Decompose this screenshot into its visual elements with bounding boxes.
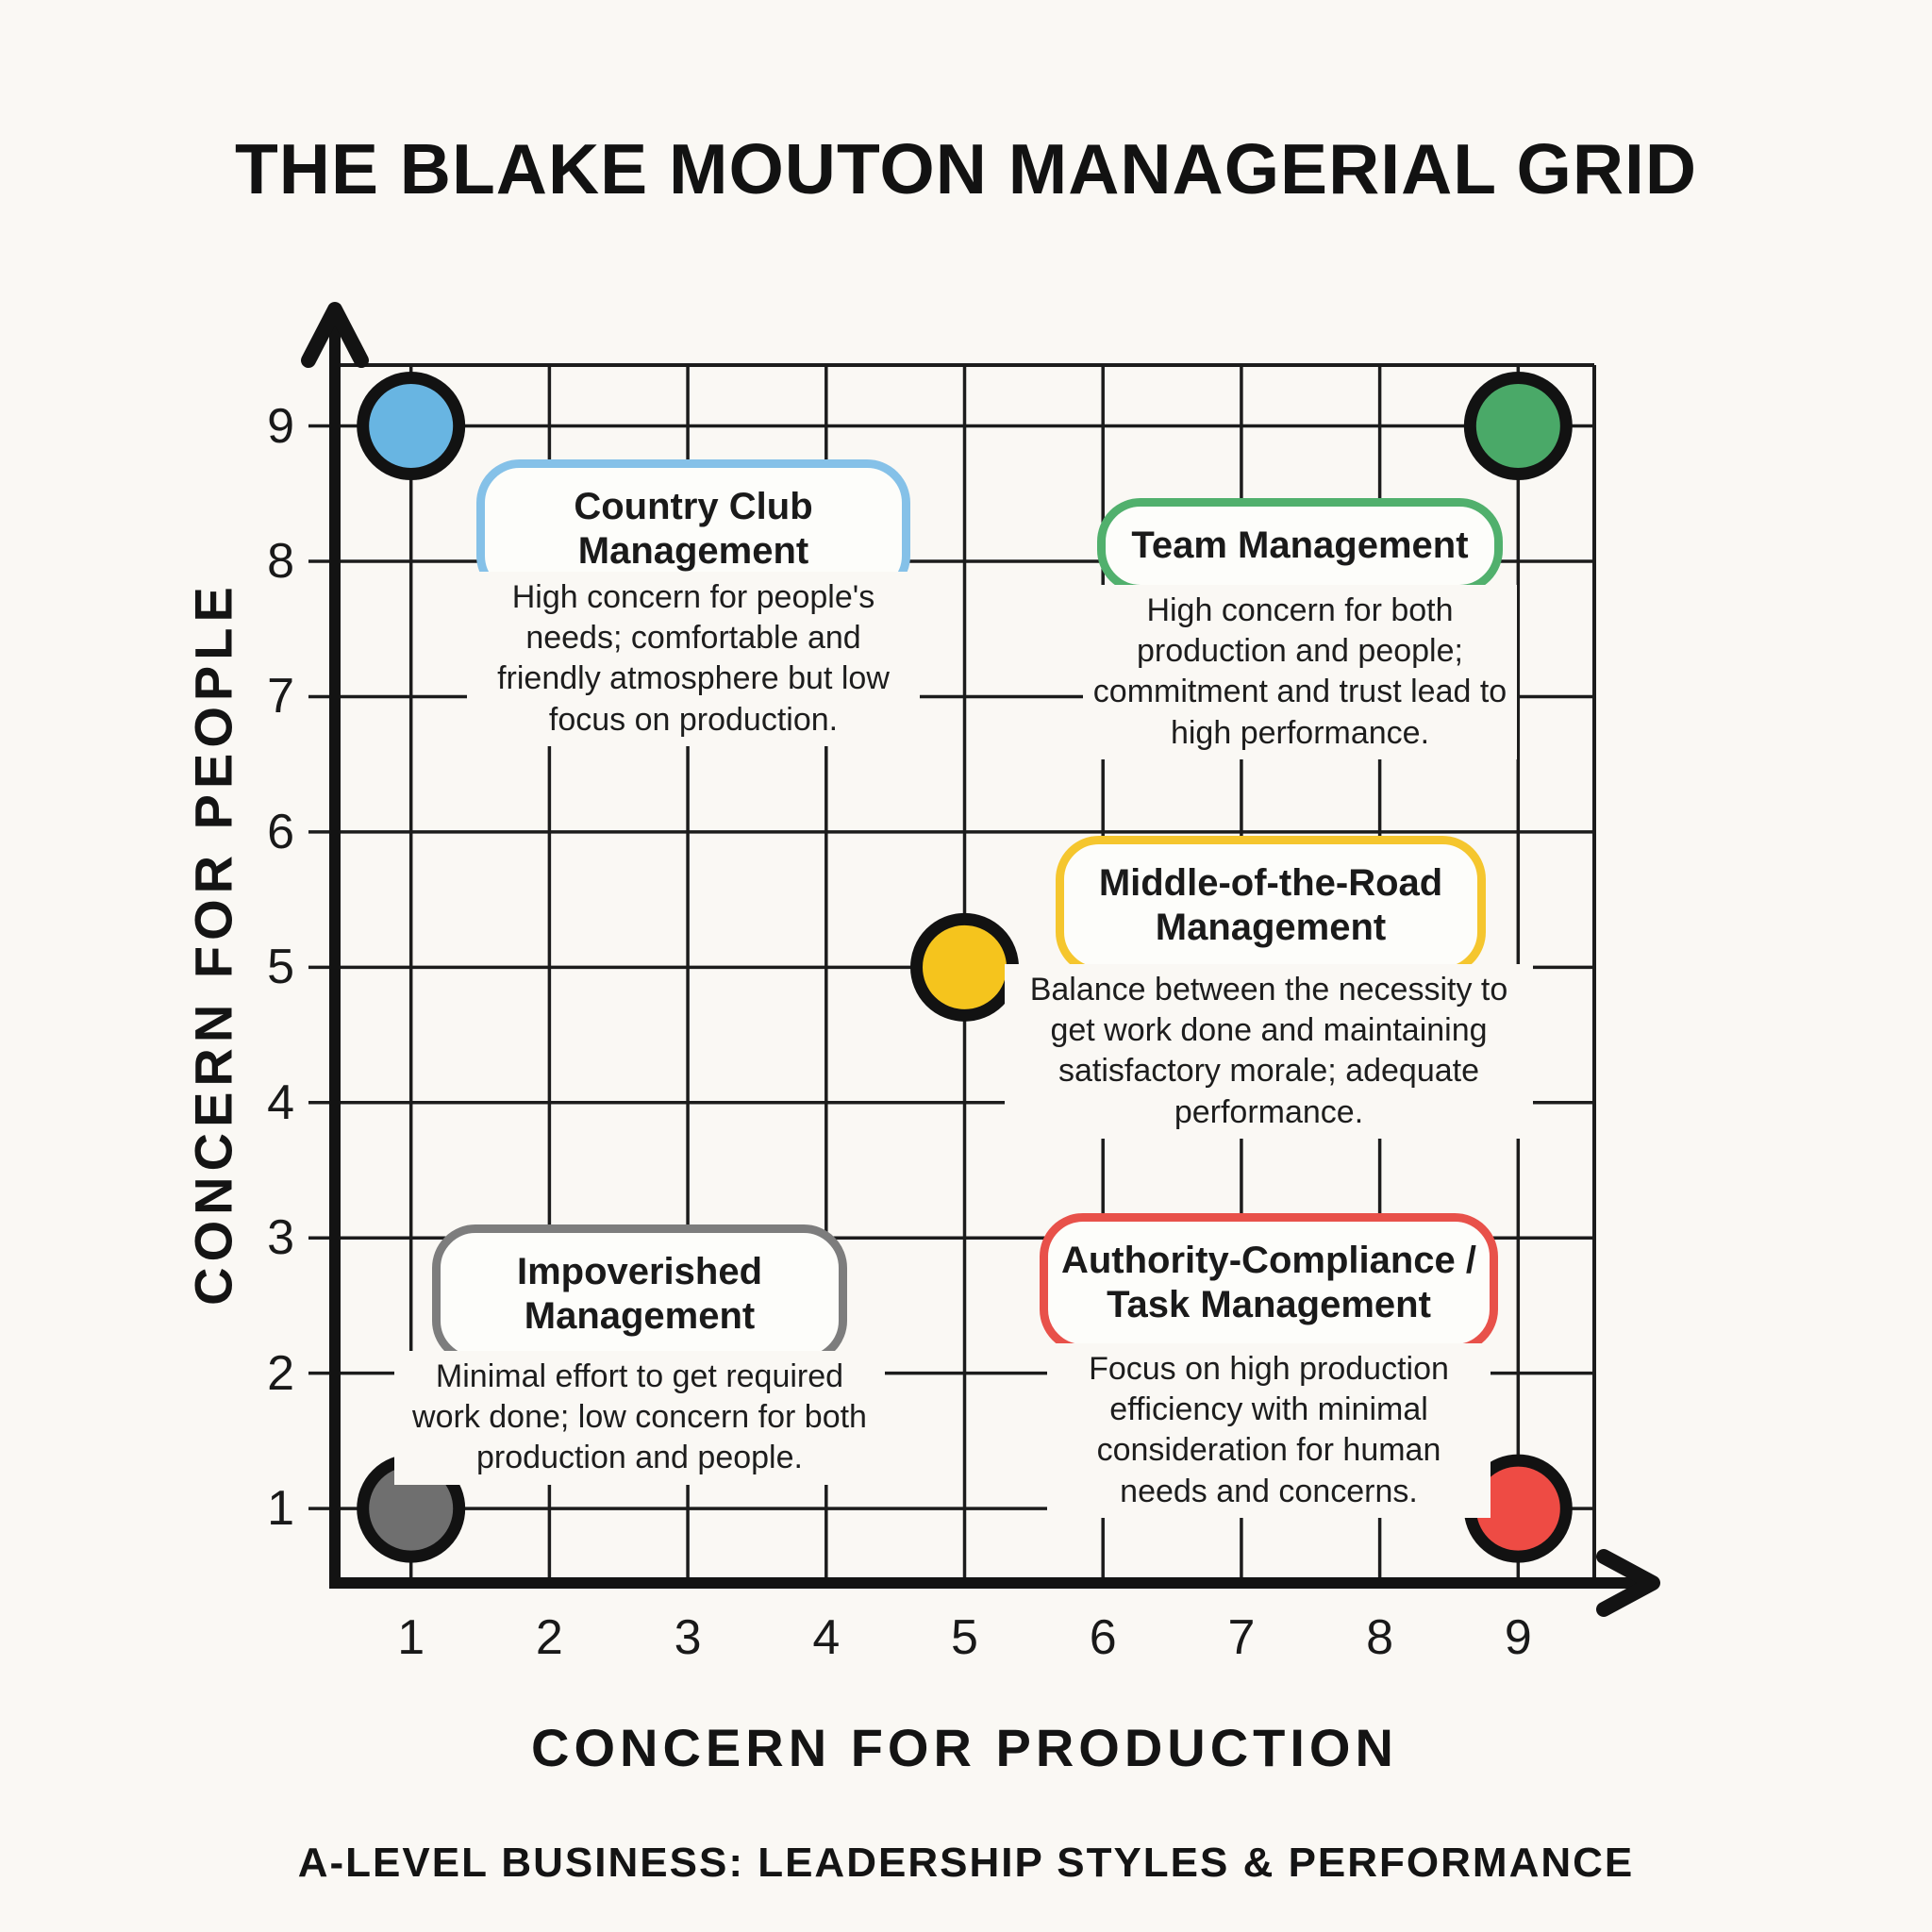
authority-compliance-title-box: Authority-Compliance / Task Management: [1040, 1213, 1498, 1354]
team-management-title: Team Management: [1131, 525, 1469, 566]
middle-of-the-road-title-box: Middle-of-the-Road Management: [1056, 836, 1486, 976]
y-tick-label-7: 7: [267, 669, 294, 724]
y-tick-label-6: 6: [267, 804, 294, 859]
x-axis-label: CONCERN FOR PRODUCTION: [531, 1718, 1398, 1777]
data-point-country-club-management: [357, 372, 466, 481]
data-point-team-management: [1463, 372, 1573, 481]
x-tick-label-9: 9: [1504, 1610, 1532, 1665]
page-caption: A-LEVEL BUSINESS: LEADERSHIP STYLES & PE…: [297, 1840, 1635, 1886]
y-tick-label-3: 3: [267, 1210, 294, 1266]
country-club-title: Country Club Management: [574, 486, 813, 573]
x-tick-label-2: 2: [535, 1610, 563, 1665]
impoverished-title: Impoverished Management: [516, 1251, 763, 1338]
country-club-description: High concern for people's needs; comfort…: [467, 572, 920, 746]
data-point-middle-of-the-road-management: [910, 912, 1019, 1022]
x-tick-label-8: 8: [1366, 1610, 1394, 1665]
impoverished-description: Minimal effort to get required work done…: [394, 1351, 885, 1485]
middle-of-the-road-title: Middle-of-the-Road Management: [1098, 862, 1443, 949]
team-management-title-box: Team Management: [1097, 498, 1503, 594]
y-tick-label-5: 5: [267, 940, 294, 995]
y-tick-label-2: 2: [267, 1345, 294, 1401]
y-tick-label-8: 8: [267, 533, 294, 589]
impoverished-title-box: Impoverished Management: [432, 1224, 847, 1365]
x-axis-arrow-icon: [1596, 1549, 1660, 1617]
x-tick-label-7: 7: [1227, 1610, 1256, 1665]
y-tick-label-9: 9: [267, 398, 294, 454]
authority-compliance-description: Focus on high production efficiency with…: [1047, 1343, 1491, 1518]
x-tick-label-3: 3: [674, 1610, 702, 1665]
points-layer: [357, 372, 1573, 1563]
page-title: THE BLAKE MOUTON MANAGERIAL GRID: [234, 129, 1698, 208]
middle-of-the-road-description: Balance between the necessity to get wor…: [1005, 964, 1533, 1139]
y-tick-label-4: 4: [267, 1074, 294, 1130]
x-tick-label-4: 4: [812, 1610, 841, 1665]
x-tick-label-1: 1: [397, 1610, 425, 1665]
x-tick-label-5: 5: [951, 1610, 978, 1665]
y-axis-arrow-icon: [301, 302, 369, 368]
team-management-description: High concern for both production and peo…: [1083, 585, 1517, 759]
y-axis-label: CONCERN FOR PEOPLE: [183, 581, 243, 1306]
y-tick-label-1: 1: [267, 1481, 294, 1537]
x-tick-label-6: 6: [1089, 1610, 1117, 1665]
authority-compliance-title: Authority-Compliance / Task Management: [1060, 1240, 1477, 1326]
